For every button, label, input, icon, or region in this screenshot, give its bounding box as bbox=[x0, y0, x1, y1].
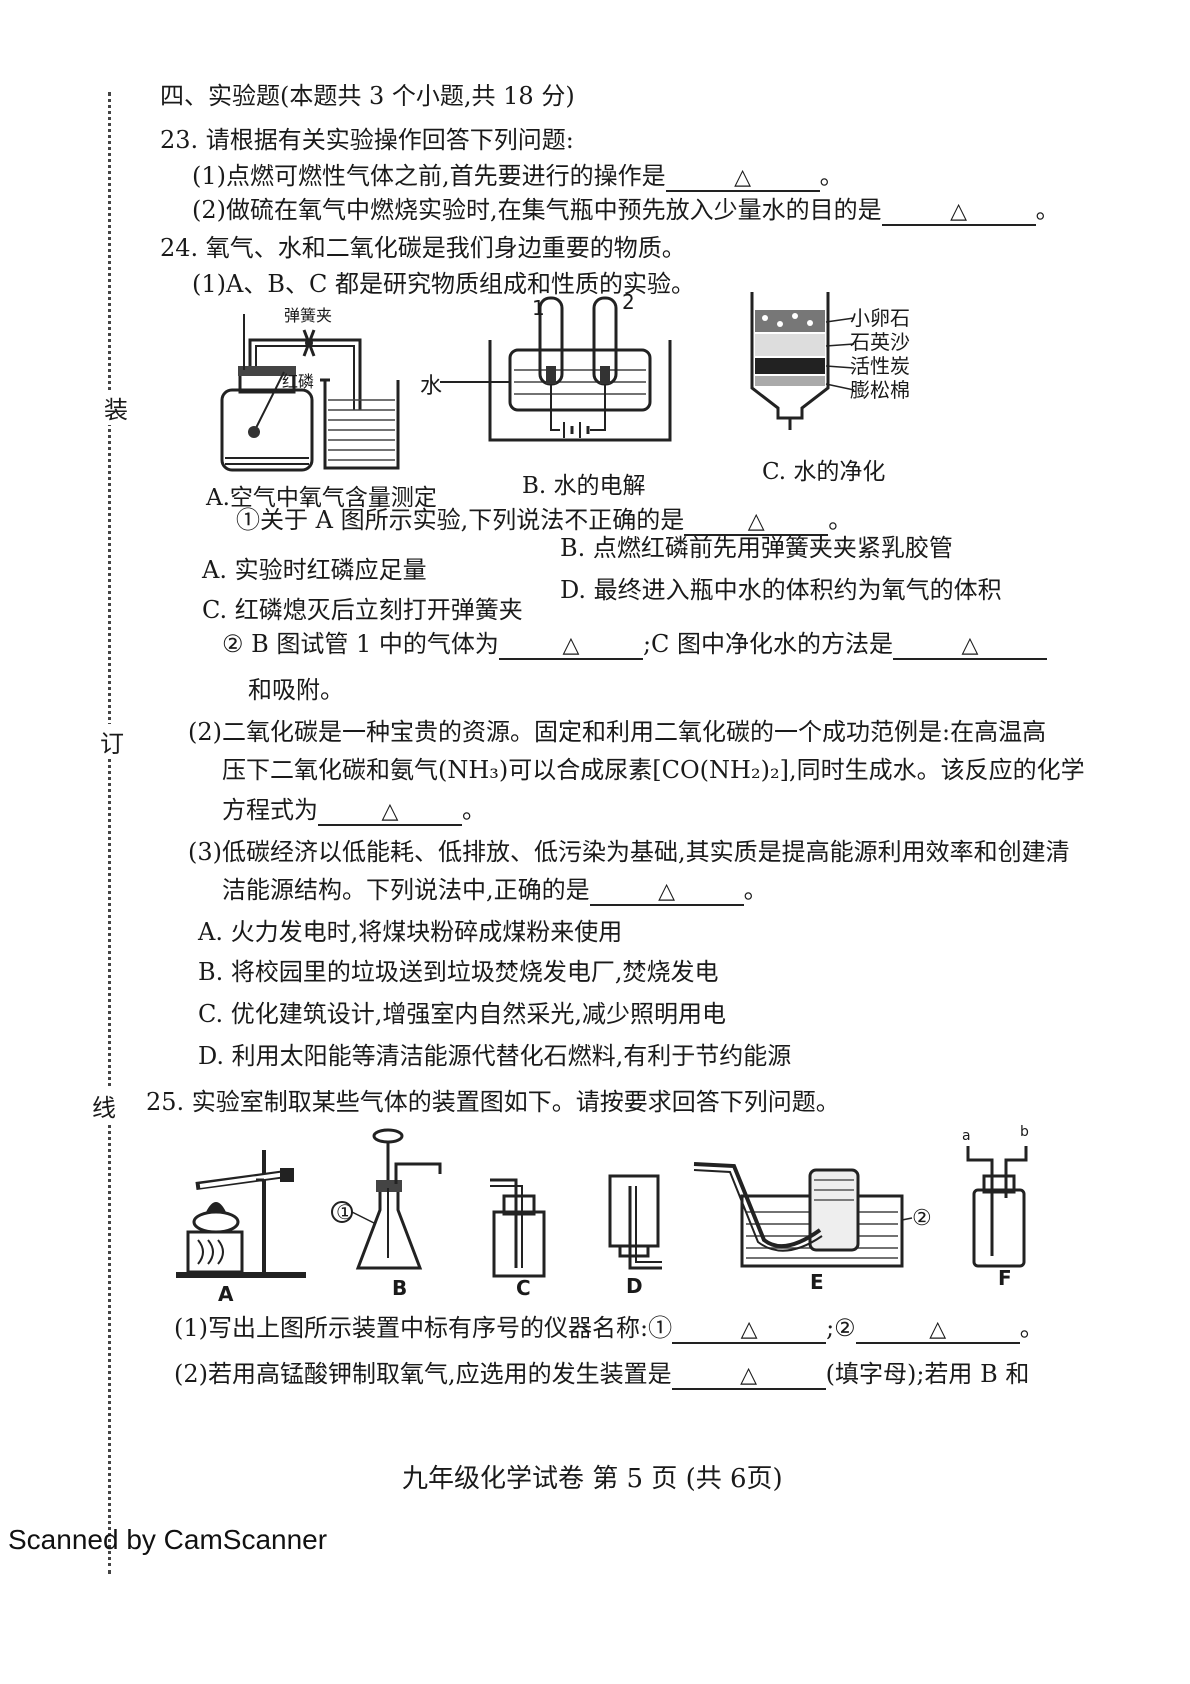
figure-a-label-clip: 弹簧夹 bbox=[284, 306, 333, 325]
q24-sub2-blank-method[interactable]: △ bbox=[893, 633, 1048, 661]
q24-sub1-stem: ①关于 A 图所示实验,下列说法不正确的是 bbox=[236, 506, 685, 534]
figure-c-leader-lines bbox=[825, 317, 855, 391]
q24-stem: 24. 氧气、水和二氧化碳是我们身边重要的物质。 bbox=[160, 234, 686, 262]
q24-part3-line2-text: 洁能源结构。下列说法中,正确的是 bbox=[222, 876, 590, 904]
q24-sub2: ② B 图试管 1 中的气体为△;C 图中净化水的方法是△ bbox=[222, 630, 1048, 661]
q23-part1-text: (1)点燃可燃性气体之前,首先要进行的操作是 bbox=[192, 162, 666, 190]
q24-part2-line3-text: 方程式为 bbox=[222, 796, 318, 824]
q24-part3-end: 。 bbox=[743, 876, 768, 904]
q24-sub1-option-a: A. 实验时红磷应足量 bbox=[202, 556, 427, 584]
q23-part1-end: 。 bbox=[819, 162, 844, 190]
q24-part2-blank[interactable]: △ bbox=[318, 799, 462, 827]
apparatus-label-c: C bbox=[516, 1276, 531, 1300]
q23-part2-blank[interactable]: △ bbox=[881, 199, 1036, 227]
q23-stem: 23. 请根据有关实验操作回答下列问题: bbox=[160, 126, 574, 154]
q24-part3-option-a: A. 火力发电时,将煤块粉碎成煤粉来使用 bbox=[198, 918, 623, 946]
q23-part2-end: 。 bbox=[1035, 196, 1060, 224]
q24-part2-line2: 压下二氧化碳和氨气(NH₃)可以合成尿素[CO(NH₂)₂],同时生成水。该反应… bbox=[222, 756, 1085, 784]
q24-part3-option-c: C. 优化建筑设计,增强室内自然采光,减少照明用电 bbox=[198, 1000, 727, 1028]
q24-part1: (1)A、B、C 都是研究物质组成和性质的实验。 bbox=[192, 270, 695, 298]
figure-c-layer-labels: 小卵石 石英沙 活性炭 膨松棉 bbox=[850, 306, 910, 402]
q24-part3-line1: (3)低碳经济以低能耗、低排放、低污染为基础,其实质是提高能源利用效率和创建清 bbox=[188, 838, 1070, 866]
q25-part1-blank-2[interactable]: △ bbox=[855, 1317, 1020, 1345]
apparatus-f-mark-b: b bbox=[1020, 1124, 1029, 1140]
q24-sub1-option-c: C. 红磷熄灭后立刻打开弹簧夹 bbox=[202, 596, 523, 624]
figure-c-layer-cotton: 膨松棉 bbox=[850, 378, 910, 402]
binding-dotted-line bbox=[108, 92, 111, 1574]
q23-part1: (1)点燃可燃性气体之前,首先要进行的操作是△。 bbox=[192, 162, 844, 193]
section-title: 四、实验题(本题共 3 个小题,共 18 分) bbox=[160, 82, 575, 110]
apparatus-e-water-trough bbox=[693, 1162, 913, 1268]
q24-sub1-end: 。 bbox=[828, 506, 853, 534]
apparatus-f-bottle bbox=[966, 1146, 1028, 1268]
binding-char-xian: 线 bbox=[92, 1088, 116, 1123]
q25-part2-tail: (填字母);若用 B 和 bbox=[825, 1360, 1030, 1388]
figure-c-layer-pebble: 小卵石 bbox=[850, 306, 910, 330]
q24-sub1-option-b: B. 点燃红磷前先用弹簧夹夹紧乳胶管 bbox=[560, 534, 953, 562]
scanner-watermark: Scanned by CamScanner bbox=[8, 1524, 328, 1555]
q24-sub1-option-d: D. 最终进入瓶中水的体积约为氧气的体积 bbox=[560, 576, 1002, 604]
q24-part3-option-b: B. 将校园里的垃圾送到垃圾焚烧发电厂,焚烧发电 bbox=[198, 958, 719, 986]
q24-sub1-blank[interactable]: △ bbox=[684, 509, 829, 537]
q25-part1-blank-1[interactable]: △ bbox=[672, 1317, 827, 1345]
q24-part2-end: 。 bbox=[462, 796, 486, 824]
figure-c-layer-carbon: 活性炭 bbox=[850, 354, 910, 378]
figure-a-apparatus bbox=[220, 314, 400, 472]
figure-c-apparatus bbox=[750, 292, 830, 430]
q25-stem: 25. 实验室制取某些气体的装置图如下。请按要求回答下列问题。 bbox=[146, 1088, 840, 1116]
apparatus-label-f: F bbox=[998, 1266, 1012, 1290]
figure-b-caption: B. 水的电解 bbox=[522, 473, 646, 499]
q25-part1-mid: ;② bbox=[826, 1314, 856, 1342]
apparatus-a-heating bbox=[176, 1150, 306, 1278]
binding-char-ding: 订 bbox=[100, 724, 124, 759]
q24-sub2-tail: 和吸附。 bbox=[248, 676, 344, 704]
q25-part1-end: 。 bbox=[1019, 1314, 1044, 1342]
apparatus-label-a: A bbox=[218, 1282, 234, 1306]
q23-part2-text: (2)做硫在氧气中燃烧实验时,在集气瓶中预先放入少量水的目的是 bbox=[192, 196, 882, 224]
figure-b-apparatus bbox=[440, 296, 672, 442]
q23-part1-blank[interactable]: △ bbox=[665, 165, 820, 193]
q24-part2-line1: (2)二氧化碳是一种宝贵的资源。固定和利用二氧化碳的一个成功范例是:在高温高 bbox=[188, 718, 1047, 746]
apparatus-label-e: E bbox=[810, 1270, 824, 1294]
q24-sub2-text-a: ② B 图试管 1 中的气体为 bbox=[222, 630, 499, 658]
q25-part1-text: (1)写出上图所示装置中标有序号的仪器名称:① bbox=[174, 1314, 673, 1342]
q24-part3-line2: 洁能源结构。下列说法中,正确的是△。 bbox=[222, 876, 768, 907]
q25-part1: (1)写出上图所示装置中标有序号的仪器名称:①△;②△。 bbox=[174, 1314, 1044, 1345]
apparatus-e-mark-2: ② bbox=[912, 1206, 932, 1231]
figure-a-caption: A.空气中氧气含量测定 bbox=[206, 485, 437, 511]
apparatus-c-bottle bbox=[490, 1178, 546, 1278]
figure-a-label-phosphorus: 红磷 bbox=[282, 372, 315, 391]
apparatus-f-mark-a: a bbox=[962, 1128, 971, 1144]
binding-char-zhuang: 装 bbox=[104, 390, 128, 425]
q24-part3-blank[interactable]: △ bbox=[589, 879, 744, 907]
q25-part2: (2)若用高锰酸钾制取氧气,应选用的发生装置是△(填字母);若用 B 和 bbox=[174, 1360, 1030, 1391]
q24-sub1: ①关于 A 图所示实验,下列说法不正确的是△。 bbox=[236, 506, 853, 537]
q24-part2-line3: 方程式为△。 bbox=[222, 796, 486, 827]
q24-sub2-text-b: ;C 图中净化水的方法是 bbox=[642, 630, 894, 658]
apparatus-d-bottle bbox=[608, 1174, 662, 1270]
q24-part3-option-d: D. 利用太阳能等清洁能源代替化石燃料,有利于节约能源 bbox=[198, 1042, 792, 1070]
figure-c-caption: C. 水的净化 bbox=[762, 459, 886, 485]
apparatus-b-mark-1: ① bbox=[336, 1200, 354, 1224]
figure-c-layer-sand: 石英沙 bbox=[850, 330, 910, 354]
q25-part2-blank[interactable]: △ bbox=[671, 1363, 826, 1391]
page-footer: 九年级化学试卷 第 5 页 (共 6页) bbox=[402, 1464, 783, 1494]
q25-part2-text: (2)若用高锰酸钾制取氧气,应选用的发生装置是 bbox=[174, 1360, 672, 1388]
figure-b-label-tube2: 2 bbox=[622, 290, 635, 314]
figure-b-label-tube1: 1 bbox=[532, 296, 545, 320]
apparatus-label-b: B bbox=[392, 1276, 408, 1300]
q23-part2: (2)做硫在氧气中燃烧实验时,在集气瓶中预先放入少量水的目的是△。 bbox=[192, 196, 1060, 227]
q24-sub2-blank-gas[interactable]: △ bbox=[498, 633, 643, 661]
figure-b-label-water: 水 bbox=[420, 374, 443, 399]
apparatus-label-d: D bbox=[626, 1274, 643, 1298]
apparatus-b-flask bbox=[331, 1128, 442, 1270]
